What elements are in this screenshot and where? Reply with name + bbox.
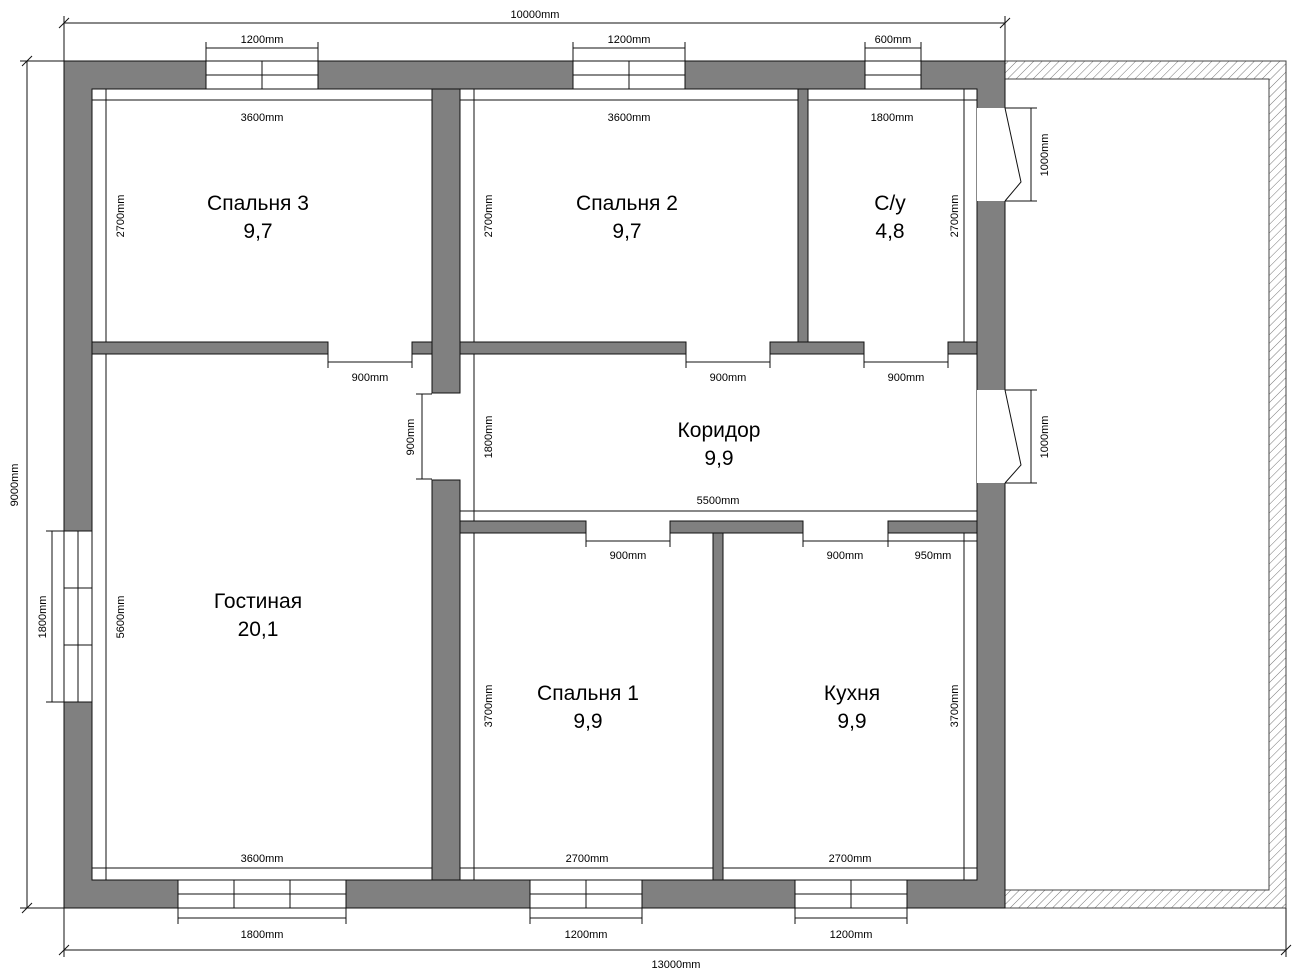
dim-door-kitchen: 900mm: [827, 550, 864, 562]
dim-total-width-bottom: 13000mm: [652, 959, 701, 971]
dim-b3-height: 2700mm: [115, 195, 127, 238]
window-b1-bottom: [529, 879, 643, 909]
wall-h-living-top: [91, 341, 329, 355]
window-wc-top: [864, 60, 922, 90]
wall-v1-top: [431, 88, 461, 394]
dim-b2-width: 3600mm: [608, 112, 651, 124]
wall-v1-bottom: [431, 479, 461, 881]
window-b3-top: [205, 60, 319, 90]
dim-b2-height: 2700mm: [483, 195, 495, 238]
dim-b1-height: 3700mm: [483, 685, 495, 728]
terrace: [1004, 60, 1287, 909]
room-kitchen-area: 9,9: [837, 710, 866, 733]
wall-h-b2-left: [459, 341, 687, 355]
room-kitchen-name: Кухня: [824, 682, 880, 705]
wall-h-b3-stub: [411, 341, 433, 355]
room-living-area: 20,1: [238, 618, 279, 641]
dim-door-kitchen2: 950mm: [915, 550, 952, 562]
room-labels: Спальня 3 9,7 Спальня 2 9,7 С/у 4,8 Кори…: [207, 192, 906, 733]
dim-door-right-top: 1000mm: [1039, 134, 1051, 177]
dim-win-living-bottom: 1800mm: [241, 929, 284, 941]
dim-corridor-height: 1800mm: [483, 416, 495, 459]
room-bedroom2-area: 9,7: [612, 220, 641, 243]
outer-wall: [63, 60, 1006, 909]
wall-h-mid: [769, 341, 865, 355]
room-living-name: Гостиная: [214, 590, 302, 613]
dim-wc-width: 1800mm: [871, 112, 914, 124]
wall-h-kitchen-right: [887, 520, 978, 534]
dim-win-wc-top: 600mm: [875, 34, 912, 46]
room-bedroom3-name: Спальня 3: [207, 192, 309, 215]
dim-kitchen-width: 2700mm: [829, 853, 872, 865]
dim-total-width-top: 10000mm: [511, 9, 560, 21]
dim-door-right-bottom: 1000mm: [1039, 416, 1051, 459]
dim-living-height: 5600mm: [115, 596, 127, 639]
dim-door-living: 900mm: [405, 419, 417, 456]
wall-h-center: [669, 520, 804, 534]
wall-h-b1-left: [459, 520, 587, 534]
openings: [433, 108, 1006, 483]
dim-total-height: 9000mm: [9, 464, 21, 507]
dim-win-b1-bottom: 1200mm: [565, 929, 608, 941]
window-b2-top: [572, 60, 686, 90]
dim-win-kitchen-bottom: 1200mm: [830, 929, 873, 941]
dim-door-wc: 900mm: [888, 372, 925, 384]
dim-b1-width: 2700mm: [566, 853, 609, 865]
room-bedroom1-area: 9,9: [573, 710, 602, 733]
room-bedroom3-area: 9,7: [243, 220, 272, 243]
room-bedroom2-name: Спальня 2: [576, 192, 678, 215]
dim-door-b1: 900mm: [610, 550, 647, 562]
dim-living-width: 3600mm: [241, 853, 284, 865]
wall-v3: [712, 529, 724, 881]
room-corridor-name: Коридор: [678, 419, 761, 442]
dim-corridor-width: 5500mm: [697, 495, 740, 507]
dimension-labels: 10000mm 13000mm 9000mm 1200mm 1200mm 600…: [9, 9, 1051, 971]
dim-kitchen-height: 3700mm: [949, 685, 961, 728]
dim-win-b3-top: 1200mm: [241, 34, 284, 46]
dim-wc-height: 2700mm: [949, 195, 961, 238]
dim-b3-width: 3600mm: [241, 112, 284, 124]
door-swings: [1004, 107, 1022, 484]
window-living-bottom: [177, 879, 347, 909]
wall-h-wc-stub: [947, 341, 978, 355]
window-living-side: [63, 530, 93, 703]
room-bedroom1-name: Спальня 1: [537, 682, 639, 705]
room-wc-name: С/у: [874, 192, 906, 215]
windows: [63, 60, 922, 909]
dim-door-b3: 900mm: [352, 372, 389, 384]
dim-win-b2-top: 1200mm: [608, 34, 651, 46]
dim-win-living-side: 1800mm: [37, 596, 49, 639]
dimension-lines: [20, 16, 1292, 957]
wall-v2: [797, 88, 809, 343]
room-corridor-area: 9,9: [704, 447, 733, 470]
window-kitchen-bottom: [794, 879, 908, 909]
dim-door-b2: 900mm: [710, 372, 747, 384]
walls: [63, 60, 1006, 909]
room-wc-area: 4,8: [875, 220, 904, 243]
